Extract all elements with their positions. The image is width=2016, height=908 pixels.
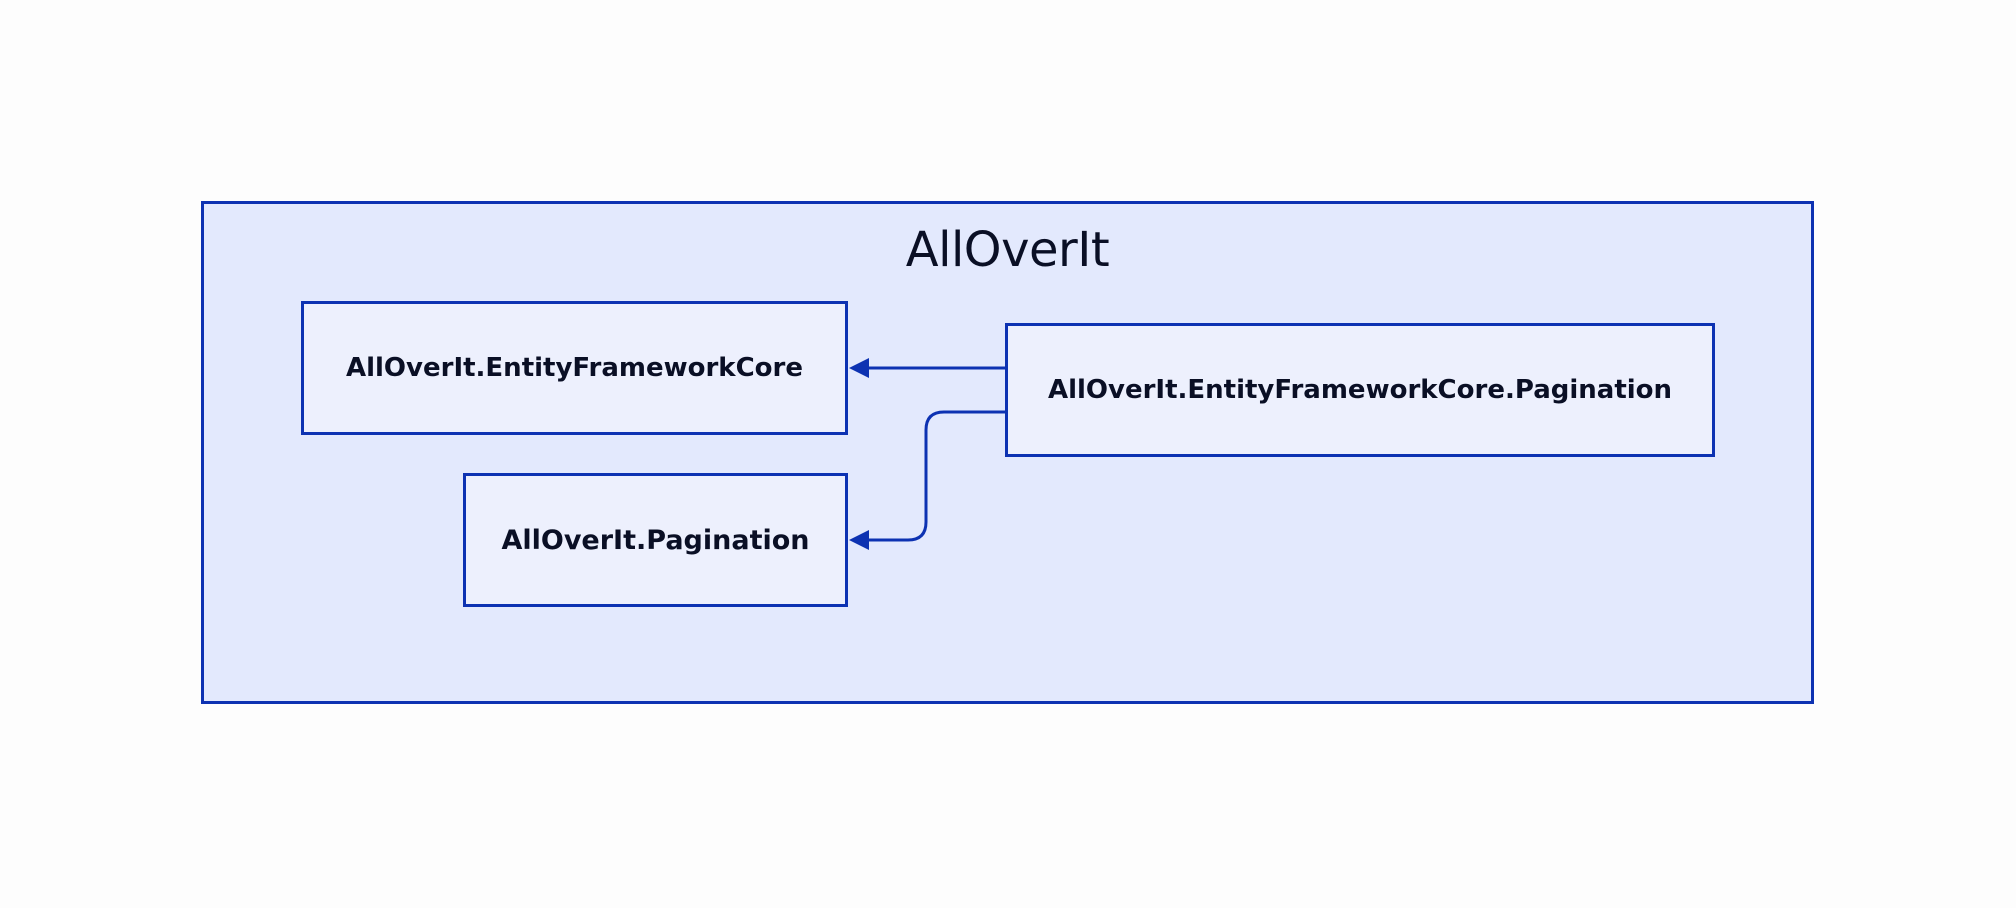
node-alloverit-entityframeworkcore: AllOverIt.EntityFrameworkCore — [301, 301, 848, 435]
node-alloverit-pagination: AllOverIt.Pagination — [463, 473, 848, 607]
node-alloverit-entityframeworkcore-pagination: AllOverIt.EntityFrameworkCore.Pagination — [1005, 323, 1715, 457]
cluster-label: AllOverIt — [905, 222, 1110, 278]
